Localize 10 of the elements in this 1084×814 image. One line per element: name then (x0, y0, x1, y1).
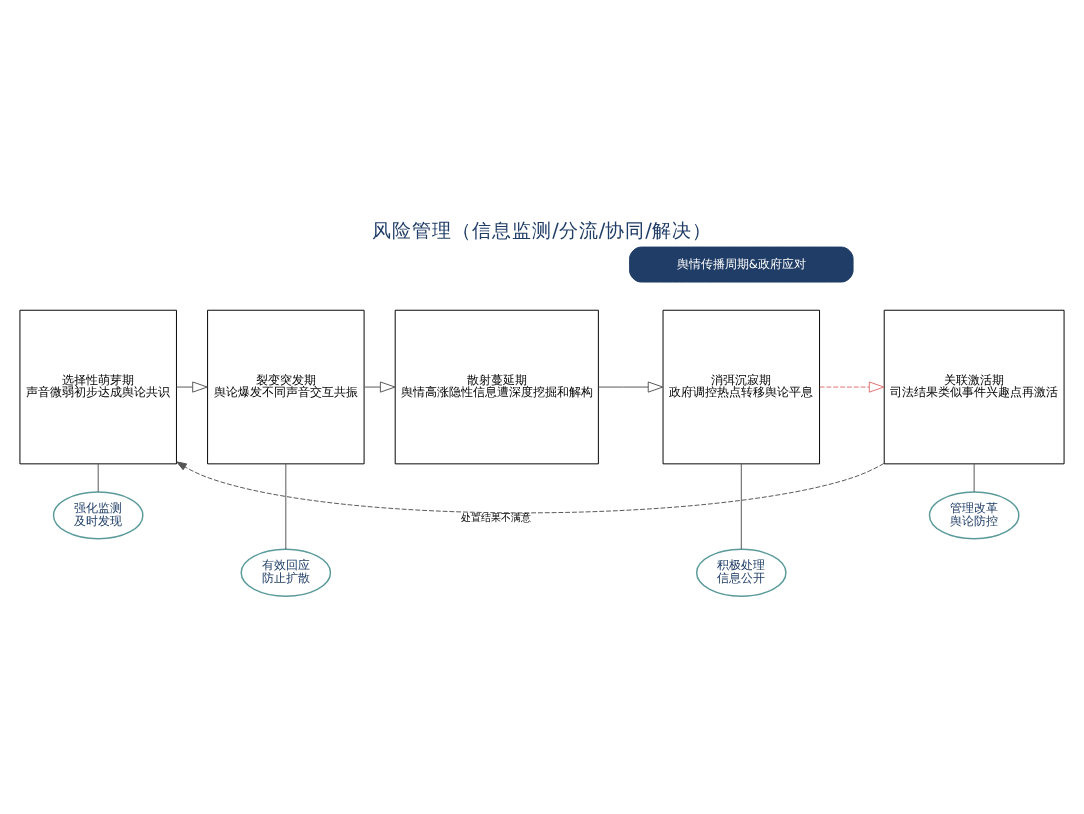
connector (97, 463, 99, 493)
arrow (819, 381, 885, 393)
arrow (176, 381, 208, 393)
connector (740, 463, 742, 550)
connector (973, 463, 975, 493)
arrow (176, 461, 885, 514)
arrow (363, 381, 396, 393)
connector (285, 463, 287, 550)
diagram-title: 风险管理（信息监测/分流/协同/解决） (372, 221, 712, 244)
arrow (598, 381, 664, 393)
